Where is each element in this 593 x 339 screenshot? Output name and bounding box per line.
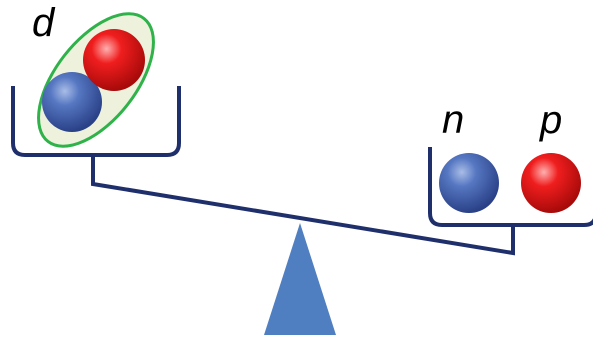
neutron-label: n	[442, 98, 464, 142]
balance-beam	[91, 155, 515, 256]
free-proton-sphere-icon	[521, 153, 581, 213]
deuteron-proton-sphere-icon	[83, 29, 145, 91]
free-neutron-sphere-icon	[439, 153, 499, 213]
left-pan-icon	[11, 86, 181, 157]
deuteron-label: d	[32, 1, 56, 45]
fulcrum-triangle-icon	[264, 223, 336, 335]
deuteron-neutron-sphere-icon	[42, 72, 102, 132]
right-pan-icon	[428, 147, 593, 227]
proton-label: p	[539, 98, 562, 142]
